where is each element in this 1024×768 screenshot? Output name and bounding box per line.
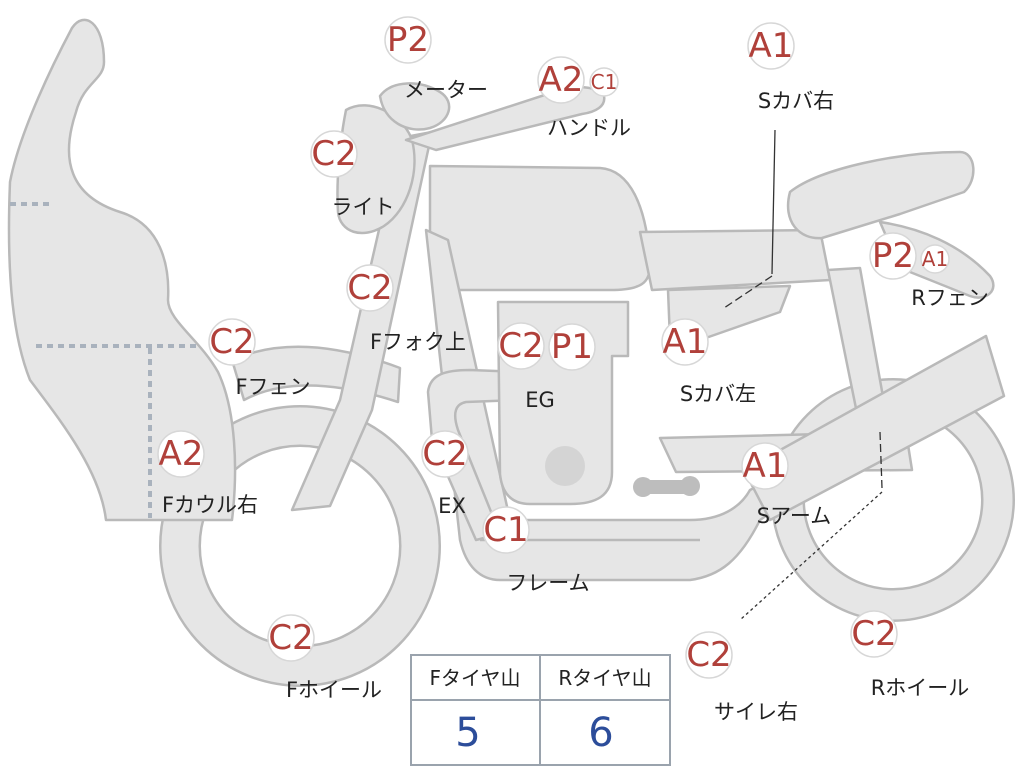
grade-badge: A2 xyxy=(159,434,204,474)
grade-badge-circle xyxy=(850,610,898,658)
grade-badge: C1 xyxy=(483,510,528,550)
part-label: サイレ右 xyxy=(714,700,798,724)
part-handle: A2 C1 ハンドル xyxy=(537,56,631,140)
grade-badge: A1 xyxy=(663,322,708,362)
leader-lines xyxy=(723,129,883,621)
front-tire-header: Fタイヤ山 xyxy=(430,666,521,690)
part-label: フレーム xyxy=(506,571,589,595)
footpeg-shape xyxy=(633,476,700,497)
motorcycle-silhouette xyxy=(7,18,1015,687)
part-label: Sカバ左 xyxy=(680,382,756,406)
grade-badge: P2 xyxy=(872,236,914,276)
part-label: Fカウル右 xyxy=(162,493,258,517)
grade-badge: C2 xyxy=(422,434,467,474)
part-label: Rフェン xyxy=(911,286,989,310)
part-silencer-right: C2 サイレ右 xyxy=(685,631,798,724)
grade-badge-circle xyxy=(741,442,789,490)
grade-badge-circle xyxy=(157,430,205,478)
grade-badge: A1 xyxy=(743,446,788,486)
grade-badge: C2 xyxy=(347,268,392,308)
front-cowl-seams xyxy=(10,202,196,518)
silencer-shape xyxy=(742,334,1006,522)
grade-badge-circle xyxy=(421,430,469,478)
grade-badge-circle xyxy=(267,614,315,662)
grade-badge-circle xyxy=(747,22,795,70)
grade-badge: A1 xyxy=(922,247,948,271)
grade-badge: C2 xyxy=(268,618,313,658)
grade-badge-circle xyxy=(589,67,619,97)
part-label: ハンドル xyxy=(547,116,631,140)
grade-badge-circle xyxy=(310,130,358,178)
grade-badge-circle xyxy=(661,318,709,366)
rear-tire-header: Rタイヤ山 xyxy=(558,666,651,690)
grade-badge: P2 xyxy=(387,20,429,60)
engine-cover-shape xyxy=(545,446,585,486)
frame-shape xyxy=(424,228,802,582)
grade-badge-circle xyxy=(482,506,530,554)
exhaust-shape xyxy=(426,368,522,542)
meter-shape xyxy=(378,82,451,131)
part-label: Sカバ右 xyxy=(758,89,834,113)
part-label: EG xyxy=(525,388,555,412)
rear-tire-value: 6 xyxy=(588,710,613,756)
part-label: Fフェン xyxy=(235,375,310,399)
part-label: EX xyxy=(438,494,466,518)
grade-badge-circle xyxy=(548,323,596,371)
grade-badge-circle xyxy=(497,322,545,370)
front-cowl-shape xyxy=(7,18,237,522)
grade-badge: C1 xyxy=(591,70,618,94)
grade-badge: C2 xyxy=(209,322,254,362)
part-meter: P2 メーター xyxy=(384,16,488,102)
grade-badge-circle xyxy=(537,56,585,104)
grade-badge-circle xyxy=(208,318,256,366)
tire-tread-table: Fタイヤ山 Rタイヤ山 5 6 xyxy=(410,654,671,766)
part-light: C2 ライト xyxy=(310,130,395,219)
seat-front-shape xyxy=(638,228,832,292)
grade-badge: P1 xyxy=(551,327,593,367)
grade-badge-circle xyxy=(920,244,950,274)
grade-badge: C2 xyxy=(311,134,356,174)
grade-badge-circle xyxy=(346,264,394,312)
fuel-tank-shape xyxy=(428,164,652,292)
front-wheel-shape xyxy=(159,405,441,687)
part-frame: C1 フレーム xyxy=(482,506,590,595)
part-label: メーター xyxy=(404,78,488,102)
grade-badge: C2 xyxy=(686,635,731,675)
part-label: ライト xyxy=(332,195,395,219)
grade-badge-circle xyxy=(869,232,917,280)
part-label: Sアーム xyxy=(757,504,831,528)
grade-badge: C2 xyxy=(851,614,896,654)
rear-cowl-shape xyxy=(787,150,975,240)
front-tire-value: 5 xyxy=(455,710,480,756)
part-label: Fフォク上 xyxy=(370,330,466,354)
part-label: Rホイール xyxy=(871,676,970,700)
grade-badge: A2 xyxy=(539,60,584,100)
grade-badge: C2 xyxy=(498,326,543,366)
part-label: Fホイール xyxy=(286,678,382,702)
grade-badge: A1 xyxy=(749,26,794,66)
grade-badge-circle xyxy=(685,631,733,679)
grade-badge-circle xyxy=(384,16,432,64)
